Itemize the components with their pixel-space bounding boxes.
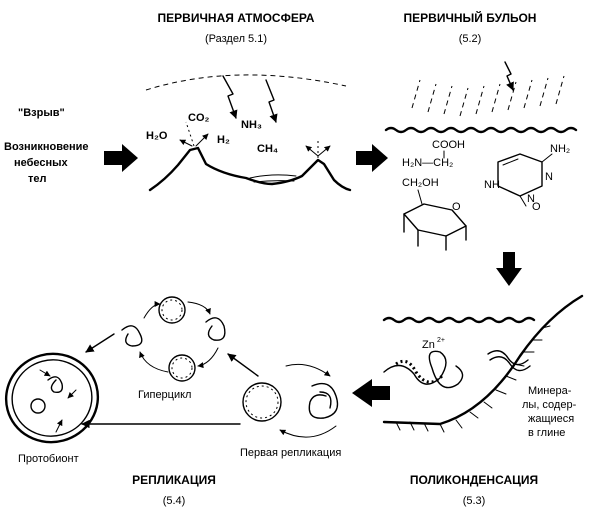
zinc-ion: Zn [422, 339, 435, 351]
lightning-bolt-icon [504, 61, 514, 91]
arrow-to-broth [356, 144, 388, 172]
carbonyl-oxygen: O [532, 201, 541, 213]
arrow-to-polycondensation [496, 252, 522, 286]
celestial-bodies-label-2: небесных [14, 157, 69, 169]
hydrogen-formula: H₂ [217, 134, 230, 146]
arrow-to-replication [352, 379, 390, 407]
protobiont-cell [4, 352, 100, 444]
polycondensation-ref: (5.3) [463, 495, 486, 507]
celestial-bodies-label-1: Возникновение [4, 141, 89, 153]
pond-ripple [253, 180, 295, 183]
replication-scene: Первая репликация Гиперцикл [4, 296, 341, 465]
arrow-first-replication-to-hypercycle [227, 353, 259, 377]
protobiont-label: Протобионт [18, 453, 79, 465]
atmosphere-boundary [145, 74, 347, 91]
dna-fragment-icon [487, 350, 531, 372]
arrow-to-atmosphere [104, 144, 138, 172]
atmosphere-scene: H₂O CO₂ H₂ NH₃ CH₄ [145, 74, 352, 192]
amine-group: NH₂ [550, 143, 570, 155]
broth-water-surface [384, 126, 578, 134]
ring-nitrogen-upper: N [545, 171, 553, 183]
rain-icon [411, 75, 565, 117]
glycine-formula: H₂N—CH₂ [402, 157, 453, 169]
arrow-hypercycle-to-protobiont [85, 333, 115, 353]
amine-bond [541, 153, 553, 163]
volcano-emission-icon [305, 145, 319, 157]
clay-label-2: лы, содер- [522, 399, 577, 411]
volcano-emission-icon [317, 145, 331, 157]
atmosphere-title: ПЕРВИЧНАЯ АТМОСФЕРА [158, 11, 315, 25]
polycondensation-scene: Zn 2+ Минера- лы, содер- жащиеся в глине [382, 294, 584, 439]
volcanic-ground [148, 146, 352, 192]
clay-hatching [395, 297, 579, 433]
hypercycle-label: Гиперцикл [138, 389, 191, 401]
volcano-emission-icon [195, 133, 209, 147]
celestial-bodies-label-3: тел [28, 173, 47, 185]
ring-oxygen: O [452, 201, 461, 213]
ring-nitrogen-lower: N [527, 193, 535, 205]
ch2oh-group: CH₂OH [402, 177, 439, 189]
lightning-bolt-icon [222, 75, 238, 119]
clay-slope [382, 294, 584, 426]
cooh-group: COOH [432, 139, 465, 151]
volcano-emission-icon [179, 139, 193, 147]
pyrimidine-ring [497, 153, 543, 197]
polycondensation-title: ПОЛИКОНДЕНСАЦИЯ [410, 473, 538, 487]
clay-label-3: жащиеся [528, 413, 574, 425]
broth-scene: COOH H₂N—CH₂ CH₂OH O NH₂ N N NH O [384, 61, 578, 251]
lightning-bolt-icon [265, 79, 278, 123]
volcano-emission-icon [185, 121, 195, 147]
replication-title: РЕПЛИКАЦИЯ [132, 473, 216, 487]
ammonia-formula: NH₃ [241, 119, 262, 131]
ring-nh: NH [484, 179, 500, 191]
polymer-chain [383, 350, 464, 389]
pyrimidine-double-bond [502, 158, 519, 166]
first-replication-loop [242, 363, 339, 438]
co2-formula: CO₂ [188, 112, 210, 124]
clay-water-surface [382, 316, 536, 324]
zinc-charge: 2+ [437, 337, 445, 344]
broth-ref: (5.2) [459, 33, 482, 45]
atmosphere-ref: (Раздел 5.1) [205, 33, 267, 45]
explosion-label: "Взрыв" [18, 107, 65, 119]
broth-title: ПЕРВИЧНЫЙ БУЛЬОН [404, 10, 537, 25]
replication-ref: (5.4) [163, 495, 186, 507]
carbonyl-bond [519, 195, 527, 207]
clay-label-4: в глине [528, 427, 565, 439]
clay-label-1: Минера- [528, 385, 572, 397]
methane-formula: CH₄ [257, 143, 278, 155]
water-formula: H₂O [146, 130, 168, 142]
pond-water [249, 174, 297, 179]
first-replication-label: Первая репликация [240, 447, 341, 459]
sugar-ring-depth [403, 213, 467, 251]
sugar-bond [417, 189, 423, 205]
hypercycle-loop [121, 296, 226, 382]
